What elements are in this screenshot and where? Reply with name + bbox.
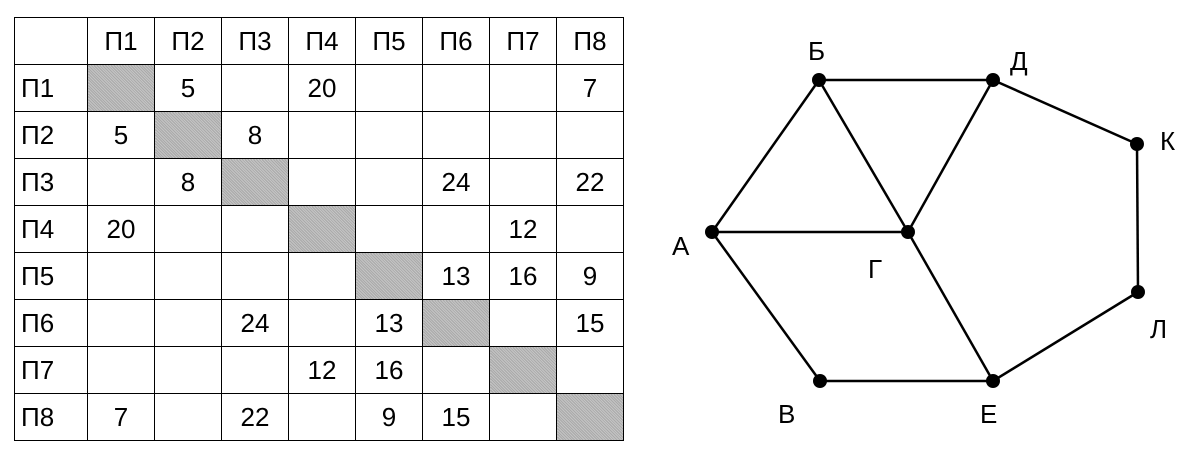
diagonal-cell (556, 393, 624, 441)
edge-Е-Г (906, 231, 995, 382)
table-row: П6 24 13 15 (14, 299, 624, 347)
distance-cell (556, 205, 624, 253)
column-header: П6 (422, 17, 490, 65)
row-header: П1 (14, 64, 88, 112)
edge-К-Л (1135, 143, 1140, 293)
column-header: П3 (221, 17, 289, 65)
row-header: П2 (14, 111, 88, 159)
edge-В-А (710, 231, 822, 382)
distance-cell (355, 111, 423, 159)
distance-cell (221, 205, 289, 253)
distance-cell: 7 (87, 393, 155, 441)
distance-cell: 12 (489, 205, 557, 253)
diagonal-cell (87, 64, 155, 112)
distance-cell: 13 (422, 252, 490, 300)
node-label: В (778, 399, 795, 429)
distance-cell: 5 (154, 64, 222, 112)
edge-Л-Е (992, 290, 1139, 383)
distance-cell (355, 158, 423, 206)
node-label: Д (1010, 46, 1028, 76)
diagonal-cell (489, 346, 557, 394)
distance-cell (154, 346, 222, 394)
node-label: Г (868, 254, 882, 284)
diagonal-cell (288, 205, 356, 253)
node-Б (812, 73, 826, 87)
distance-cell (422, 205, 490, 253)
node-label: К (1160, 126, 1175, 156)
distance-cell: 16 (355, 346, 423, 394)
node-label: Б (808, 36, 825, 66)
node-А (705, 225, 719, 239)
edge-Б-Г (817, 79, 910, 233)
edge-Д-К (992, 78, 1138, 146)
row-header: П4 (14, 205, 88, 253)
distance-cell: 22 (556, 158, 624, 206)
distance-cell (422, 346, 490, 394)
distance-cell: 5 (87, 111, 155, 159)
node-label: А (672, 231, 690, 261)
distance-cell (489, 64, 557, 112)
distance-cell (87, 158, 155, 206)
diagonal-cell (221, 158, 289, 206)
diagonal-cell (154, 111, 222, 159)
column-header: П8 (556, 17, 624, 65)
row-header: П8 (14, 393, 88, 441)
distance-cell: 24 (422, 158, 490, 206)
distance-cell (221, 346, 289, 394)
distance-cell (489, 299, 557, 347)
node-Е (986, 374, 1000, 388)
distance-cell: 16 (489, 252, 557, 300)
distance-cell (288, 299, 356, 347)
node-В (813, 374, 827, 388)
distance-cell (87, 252, 155, 300)
distance-cell (355, 205, 423, 253)
node-Г (901, 225, 915, 239)
distance-cell (154, 252, 222, 300)
distance-cell (154, 205, 222, 253)
diagonal-cell (355, 252, 423, 300)
distance-cell: 24 (221, 299, 289, 347)
node-Д (986, 73, 1000, 87)
distance-cell: 9 (355, 393, 423, 441)
distance-cell: 22 (221, 393, 289, 441)
distance-cell (221, 252, 289, 300)
column-header (14, 17, 88, 65)
node-Л (1131, 285, 1145, 299)
distance-cell (87, 299, 155, 347)
diagonal-cell (422, 299, 490, 347)
column-header: П7 (489, 17, 557, 65)
row-header: П6 (14, 299, 88, 347)
edge-Д-Г (906, 79, 995, 233)
distance-cell: 15 (422, 393, 490, 441)
distance-cell: 8 (154, 158, 222, 206)
node-label: Е (980, 399, 997, 429)
edge-А-Б (710, 79, 821, 233)
column-header: П4 (288, 17, 356, 65)
column-header: П5 (355, 17, 423, 65)
node-label: Л (1150, 314, 1167, 344)
distance-cell: 15 (556, 299, 624, 347)
distance-cell: 13 (355, 299, 423, 347)
distance-cell (154, 393, 222, 441)
distance-cell: 9 (556, 252, 624, 300)
distance-cell (556, 346, 624, 394)
row-header: П5 (14, 252, 88, 300)
node-К (1130, 137, 1144, 151)
